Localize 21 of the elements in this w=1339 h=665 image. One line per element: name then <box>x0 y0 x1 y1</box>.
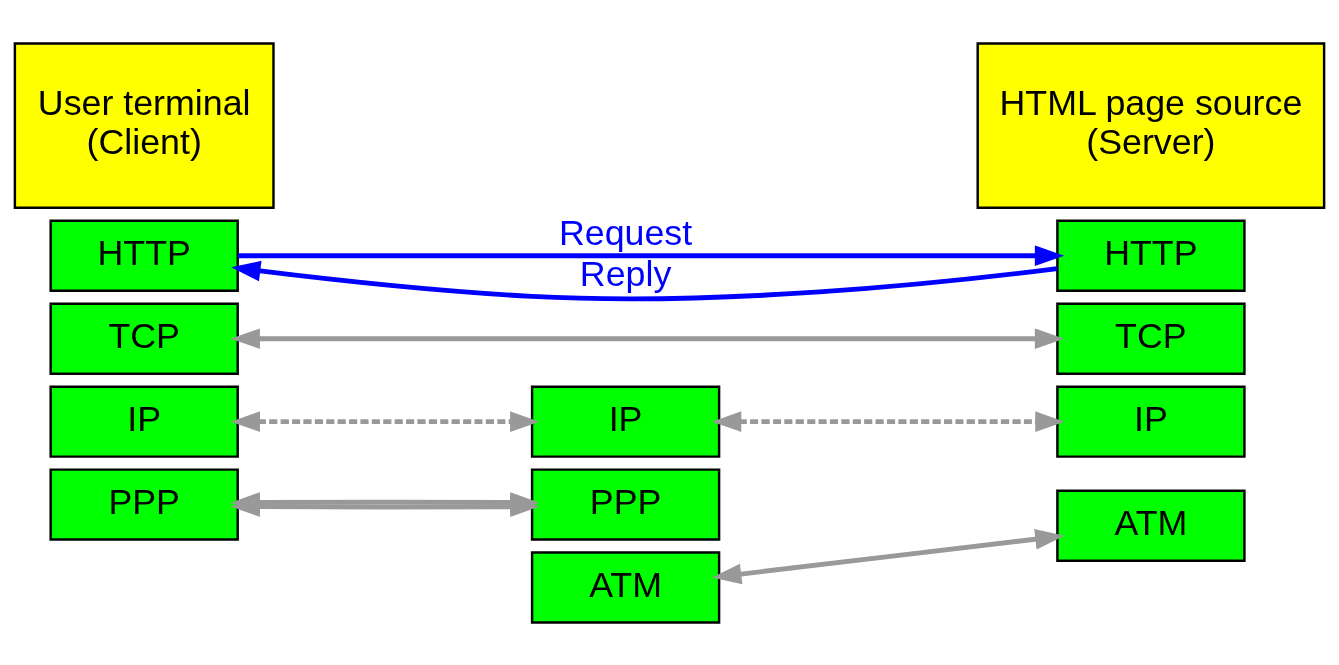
node-box: PPP <box>49 467 239 541</box>
arrow <box>230 327 1065 349</box>
node-box: HTML page source (Server) <box>976 41 1326 209</box>
node-box: ATM <box>530 550 721 624</box>
edge-label: Reply <box>579 253 672 294</box>
node-box: TCP <box>1056 302 1246 375</box>
edge-label: Request <box>558 212 693 253</box>
node-box: ATM <box>1056 489 1246 562</box>
arrow <box>712 528 1065 584</box>
node-box: PPP <box>530 467 721 541</box>
node-box: HTTP <box>1056 219 1246 292</box>
node-box: User terminal (Client) <box>13 41 275 209</box>
node-box: IP <box>530 384 721 458</box>
node-box: IP <box>1056 384 1246 458</box>
node-box: TCP <box>49 302 239 375</box>
arrow <box>230 410 540 432</box>
node-box: IP <box>49 384 239 458</box>
node-box: HTTP <box>49 219 239 292</box>
arrow <box>237 245 1065 266</box>
arrow <box>231 260 1058 301</box>
arrow <box>711 410 1065 432</box>
